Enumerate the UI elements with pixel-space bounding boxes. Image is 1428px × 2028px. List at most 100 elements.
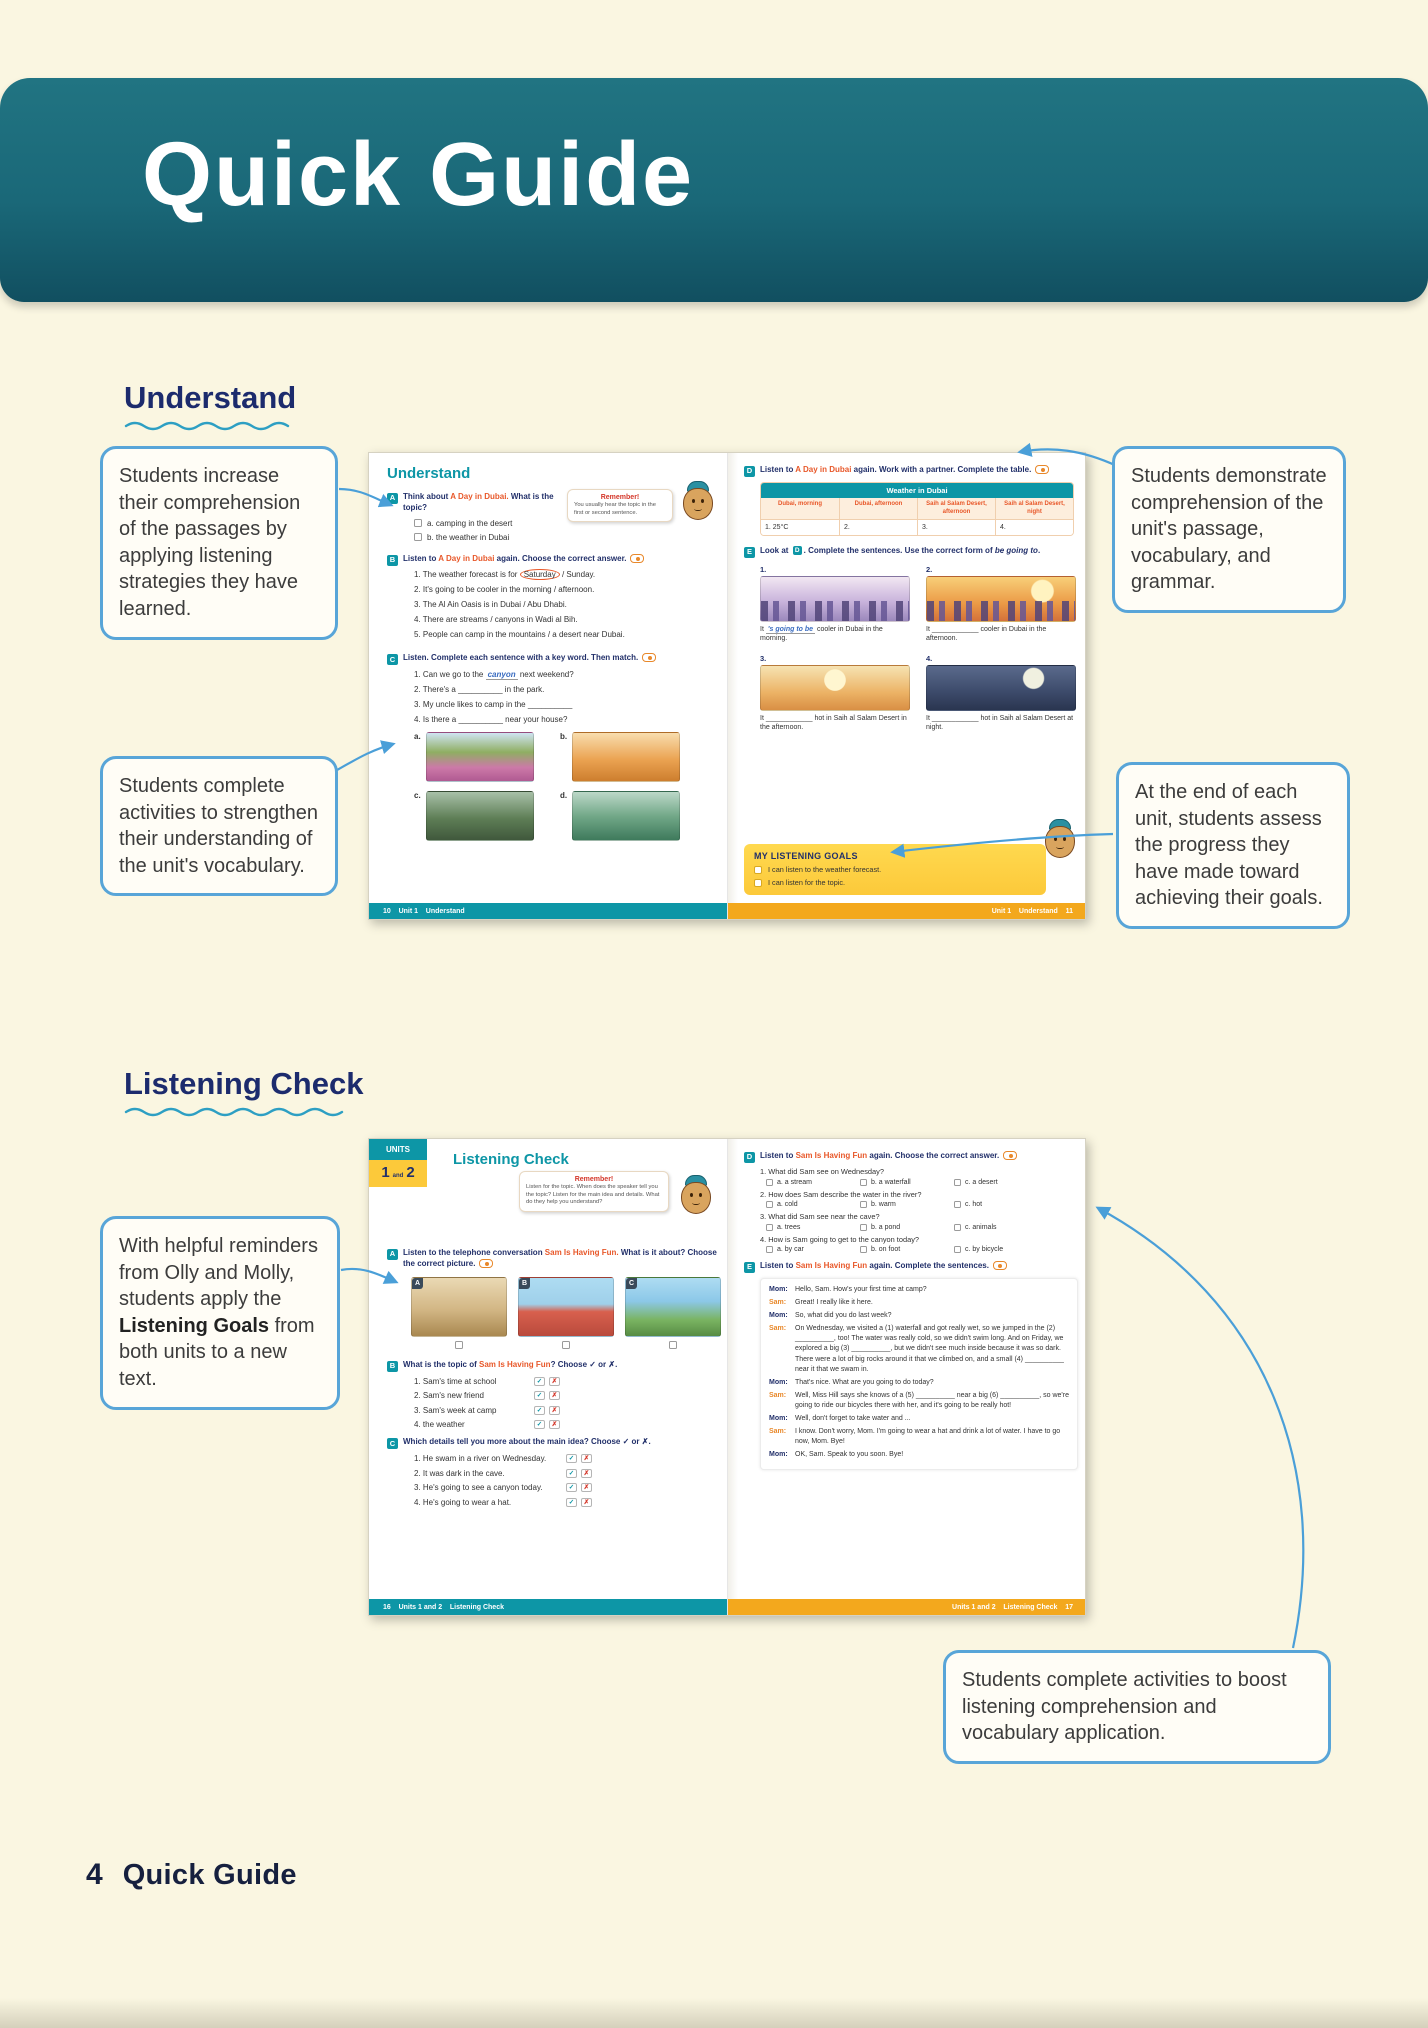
exercise-d-heading: D Listen to A Day in Dubai again. Work w… xyxy=(744,465,1069,477)
question: 4. How is Sam going to get to the canyon… xyxy=(760,1234,919,1244)
desert-night-photo xyxy=(926,664,1076,711)
exercise-b-heading: B What is the topic of Sam Is Having Fun… xyxy=(387,1360,711,1372)
exercise-c-heading: C Listen. Complete each sentence with a … xyxy=(387,653,711,666)
sentence-cell: 1. It 's going to be cooler in Dubai in … xyxy=(760,565,918,644)
callout-text: Students demonstrate comprehension of th… xyxy=(1131,465,1327,594)
check-box: ✓ xyxy=(566,1454,577,1464)
exercise-b-badge: B xyxy=(387,1360,398,1372)
option-b: b. the weather in Dubai xyxy=(414,533,569,542)
audio-icon xyxy=(1035,465,1050,475)
dialogue-line: Sam:Well, Miss Hill says she knows of a … xyxy=(769,1391,1069,1410)
page11-footer: Unit 1 Understand 11 xyxy=(728,903,1085,919)
exercise-a-heading: A Listen to the telephone conversation S… xyxy=(387,1248,717,1270)
exercise-b-badge: B xyxy=(387,554,398,566)
cross-box: ✗ xyxy=(549,1376,560,1386)
checkbox xyxy=(455,1340,463,1349)
question-options: a. cold b. warm c. hot xyxy=(766,1201,1069,1208)
callout-text: With helpful reminders from Olly and Mol… xyxy=(119,1235,318,1311)
callout-text: from both units to a new text. xyxy=(119,1314,315,1390)
dubai-afternoon-photo xyxy=(926,576,1076,622)
dialogue-panel: Mom:Hello, Sam. How's your first time at… xyxy=(760,1278,1078,1470)
dialogue-line: Sam:Great! I really like it here. xyxy=(769,1298,873,1306)
check-box: ✓ xyxy=(534,1391,545,1401)
goal-checkbox xyxy=(754,878,762,887)
exercise-b-item: 1. The weather forecast is for Saturday … xyxy=(414,569,596,581)
audio-icon xyxy=(479,1259,494,1269)
exercise-e-heading: E Listen to Sam Is Having Fun again. Com… xyxy=(744,1261,1069,1273)
photo-label: a. xyxy=(414,732,421,742)
question-options: a. trees b. a pond c. animals xyxy=(766,1223,1069,1231)
sentence-cell: 3. It ____________ hot in Saih al Salam … xyxy=(760,654,918,733)
exercise-e-badge: E xyxy=(744,1262,755,1273)
exercise-c-item: 1. Can we go to the canyon next weekend? xyxy=(414,669,574,680)
remember-body: You usually hear the topic in the first … xyxy=(574,502,656,516)
textbook-page-11: D Listen to A Day in Dubai again. Work w… xyxy=(727,453,1085,919)
checkbox xyxy=(954,1246,961,1253)
desert-dune-photo xyxy=(572,732,681,783)
dialogue-line: Mom:Well, don't forget to take water and… xyxy=(769,1414,911,1422)
exercise-a-badge: A xyxy=(387,493,398,504)
page10-title: Understand xyxy=(387,465,471,482)
exercise-d-badge: D xyxy=(744,1152,755,1163)
olly-mascot-illustration xyxy=(681,481,715,521)
callout-increase-comprehension: Students increase their comprehension of… xyxy=(100,446,338,640)
header-band: Quick Guide xyxy=(0,78,1428,302)
checkbox xyxy=(669,1340,677,1349)
check-box: ✓ xyxy=(566,1483,577,1493)
check-box: ✓ xyxy=(534,1376,545,1386)
checkbox xyxy=(766,1201,773,1208)
exercise-e-badge: E xyxy=(744,547,755,558)
goal-checkbox xyxy=(754,865,762,874)
question: 2. How does Sam describe the water in th… xyxy=(760,1189,922,1199)
check-box: ✓ xyxy=(566,1497,577,1507)
exercise-c-item: 4. Is there a __________ near your house… xyxy=(414,714,568,724)
photo-label: c. xyxy=(414,791,421,801)
listening-check-section-heading: Listening Check xyxy=(124,1066,363,1117)
cross-box: ✗ xyxy=(581,1454,592,1464)
sentence-cell: 4. It ____________ hot in Saih al Salam … xyxy=(926,654,1084,733)
checkbox xyxy=(414,533,422,542)
dialogue-line: Mom:That's nice. What are you going to d… xyxy=(769,1378,934,1386)
check-box: ✓ xyxy=(534,1405,545,1415)
canyon-photo xyxy=(425,791,534,842)
checkbox xyxy=(860,1223,867,1231)
callout-text: Students complete activities to strength… xyxy=(119,775,318,877)
question: 1. What did Sam see on Wednesday? xyxy=(760,1167,884,1176)
exercise-c-badge: C xyxy=(387,1438,398,1450)
picture-choice: A xyxy=(411,1276,507,1349)
picture-letter-chip: A xyxy=(412,1277,423,1289)
exercise-c-item: 2. There's a __________ in the park. xyxy=(414,684,545,694)
page-footer-label: Quick Guide xyxy=(122,1859,297,1891)
topic-row: 4. the weather✓✗ xyxy=(414,1420,711,1430)
dialogue-line: Sam:I know. Don't worry, Mom. I'm going … xyxy=(769,1427,1061,1446)
page-bottom-shadow xyxy=(0,1998,1428,2028)
checkbox xyxy=(766,1178,773,1186)
checkbox xyxy=(766,1246,773,1253)
exercise-b-item: 4. There are streams / canyons in Wadi a… xyxy=(414,615,578,625)
d-reference-chip: D xyxy=(792,546,802,556)
dialogue-line: Mom:So, what did you do last week? xyxy=(769,1311,892,1319)
picture-letter-chip: C xyxy=(626,1277,637,1289)
stream-photo xyxy=(572,791,681,842)
museum-dinosaur-photo: A xyxy=(411,1276,507,1337)
exercise-d-heading: D Listen to Sam Is Having Fun again. Cho… xyxy=(744,1151,1069,1163)
check-box: ✓ xyxy=(566,1468,577,1478)
option-a: a. camping in the desert xyxy=(414,519,569,528)
checkbox xyxy=(766,1223,773,1231)
remember-title: Remember! xyxy=(600,494,640,501)
my-listening-goals-box: MY LISTENING GOALS I can listen to the w… xyxy=(744,844,1046,895)
understand-section-heading: Understand xyxy=(124,380,296,431)
exercise-b-item: 3. The Al Ain Oasis is in Dubai / Abu Dh… xyxy=(414,600,567,610)
callout-olly-molly-reminders: With helpful reminders from Olly and Mol… xyxy=(100,1216,340,1410)
page16-title: Listening Check xyxy=(453,1151,569,1168)
exercise-b-item: 5. People can camp in the mountains / a … xyxy=(414,630,625,640)
exercise-e-heading: E Look at D. Complete the sentences. Use… xyxy=(744,546,1069,558)
question-options: a. by car b. on foot c. by bicycle xyxy=(766,1246,1069,1253)
exercise-d-badge: D xyxy=(744,466,755,477)
page16-footer: 16 Units 1 and 2 Listening Check xyxy=(369,1599,727,1615)
desert-afternoon-photo xyxy=(760,664,910,711)
